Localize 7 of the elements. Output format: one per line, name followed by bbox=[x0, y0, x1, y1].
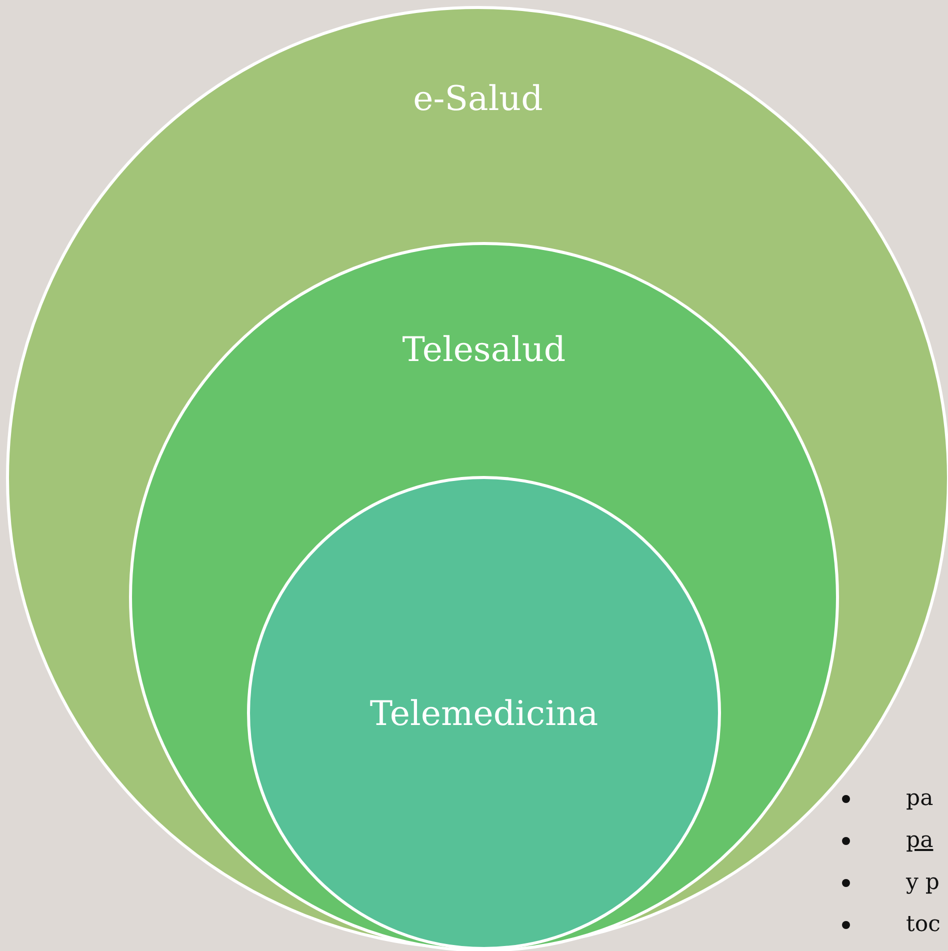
bullet-text: pa bbox=[906, 828, 934, 853]
circle-label: Telesalud bbox=[402, 330, 566, 370]
circle-label: e-Salud bbox=[413, 79, 543, 119]
circle-label: Telemedicina bbox=[370, 694, 598, 734]
bullet-text: pa bbox=[906, 786, 934, 811]
bullet-text: y p bbox=[906, 870, 940, 895]
bullet-text: toc bbox=[906, 912, 940, 937]
